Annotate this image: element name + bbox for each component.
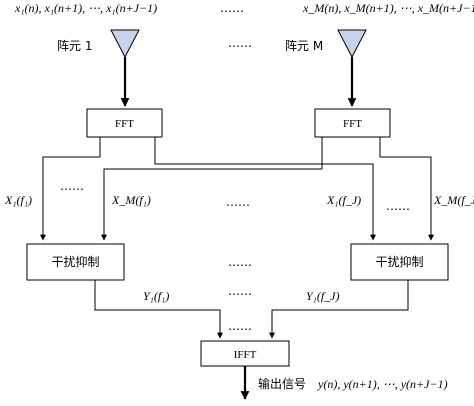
right-input-signal: x_M(n), x_M(n+1), ⋯, x_M(n+J−1) — [302, 1, 474, 15]
output-ellipsis-upper: …… — [228, 284, 252, 298]
middle-ellipsis: …… — [226, 195, 250, 209]
fft-block-right-label: FFT — [343, 118, 362, 130]
right-antenna-icon — [337, 29, 367, 59]
suppress-block-right-label: 干扰抑制 — [375, 254, 423, 269]
wire-right-fft-to-left-suppress — [101, 137, 323, 241]
left-input-signal: x₁(n), x₁(n+1), ⋯, x₁(n+J−1) — [14, 1, 157, 15]
suppress-block-left — [26, 243, 125, 281]
ifft-block-label: IFFT — [234, 349, 257, 361]
suppress-block-right — [350, 243, 449, 281]
wire-left-fft-to-right-suppress — [154, 137, 376, 241]
fft-block-right — [314, 108, 391, 138]
label-y1-fj: Y₁(f_J) — [306, 289, 340, 303]
fft-block-left-label: FFT — [115, 118, 134, 130]
left-antenna-icon — [110, 29, 140, 59]
suppress-ellipsis: …… — [228, 255, 252, 269]
ifft-block — [200, 340, 290, 367]
wire-left-fft-to-left-suppress — [40, 137, 101, 241]
wire-right-fft-to-right-suppress — [379, 137, 434, 241]
label-xm-f1: X_M(f₁) — [111, 193, 151, 207]
output-ellipsis-lower: …… — [228, 319, 252, 333]
wire-right-suppress-to-ifft — [269, 280, 409, 339]
wire-left-suppress-to-ifft — [94, 280, 223, 339]
fft-block-left — [86, 108, 163, 138]
output-signal: y(n), y(n+1), ⋯, y(n+J−1) — [317, 377, 448, 391]
antenna-ellipsis: …… — [228, 36, 252, 50]
left-branch-ellipsis: …… — [60, 179, 84, 193]
label-x1-fj: X₁(f_J) — [326, 193, 361, 207]
right-antenna-label: 阵元 M — [285, 39, 323, 53]
label-xm-fj: X_M(f_J) — [433, 193, 474, 207]
left-antenna-label: 阵元 1 — [57, 39, 92, 53]
suppress-block-left-label: 干扰抑制 — [51, 254, 99, 269]
label-y1-f1: Y₁(f₁) — [143, 289, 169, 303]
output-label: 输出信号 — [258, 376, 306, 391]
label-x1-f1: X₁(f₁) — [4, 193, 32, 207]
right-branch-ellipsis: …… — [386, 199, 410, 213]
top-ellipsis: …… — [220, 1, 244, 15]
